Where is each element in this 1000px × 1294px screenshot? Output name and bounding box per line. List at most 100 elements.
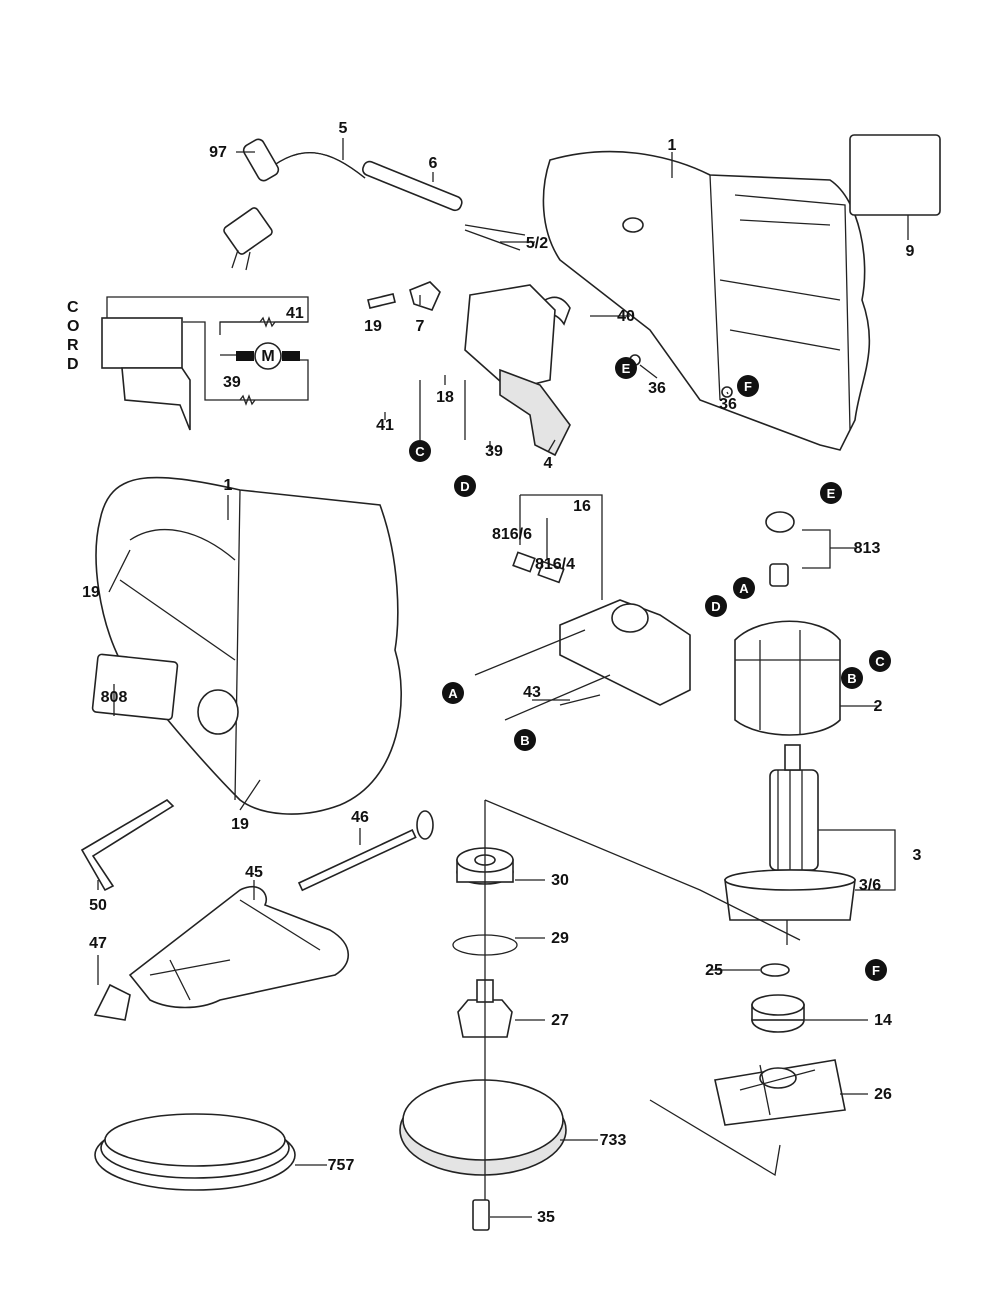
part-number-label: 6 bbox=[429, 155, 438, 172]
part-number-label: 45 bbox=[245, 864, 263, 881]
badge-letter: F bbox=[872, 963, 880, 978]
badge-letter: C bbox=[415, 444, 425, 459]
part-number-label: 3 bbox=[913, 847, 922, 864]
label-plate bbox=[849, 134, 941, 216]
screw bbox=[367, 293, 396, 309]
cord-letter: R bbox=[67, 337, 79, 354]
pad-assembly bbox=[399, 799, 801, 1231]
part-number-label: 816/4 bbox=[535, 556, 575, 573]
badge-letter: A bbox=[739, 581, 749, 596]
badge-circle bbox=[454, 475, 476, 497]
power-cord bbox=[223, 138, 526, 271]
sander-assembly bbox=[91, 476, 402, 815]
sanding-discs bbox=[94, 1113, 296, 1191]
bearing bbox=[751, 994, 805, 1033]
connection-badge: A bbox=[733, 577, 755, 599]
connection-badge: D bbox=[454, 475, 476, 497]
badge-circle bbox=[514, 729, 536, 751]
part-number-label: 3/6 bbox=[859, 877, 881, 894]
badge-letter: D bbox=[460, 479, 469, 494]
cord-letter: O bbox=[67, 318, 79, 335]
part-number-label: 14 bbox=[874, 1012, 892, 1029]
connection-badge: E bbox=[820, 482, 842, 504]
armature bbox=[724, 744, 896, 945]
connection-badge: B bbox=[841, 667, 863, 689]
badge-circle bbox=[733, 577, 755, 599]
part-number-label: 97 bbox=[209, 144, 227, 161]
part-number-label: 19 bbox=[364, 318, 382, 335]
part-number-label: 5 bbox=[339, 120, 348, 137]
connection-badge: C bbox=[409, 440, 431, 462]
part-number-label: 27 bbox=[551, 1012, 569, 1029]
part-number-label: 808 bbox=[101, 689, 128, 706]
part-number-label: 4 bbox=[544, 455, 553, 472]
part-number-label: 816/6 bbox=[492, 526, 532, 543]
connection-badge: F bbox=[865, 959, 887, 981]
part-number-label: 9 bbox=[906, 243, 915, 260]
badge-circle bbox=[869, 650, 891, 672]
connection-badge: D bbox=[705, 595, 727, 617]
part-number-label: 813 bbox=[854, 540, 881, 557]
hex-key bbox=[80, 798, 175, 892]
part-number-label: 757 bbox=[328, 1157, 355, 1174]
part-number-label: 2 bbox=[874, 698, 883, 715]
part-number-label: 19 bbox=[231, 816, 249, 833]
brush-holder bbox=[474, 494, 691, 721]
badge-circle bbox=[737, 375, 759, 397]
cord-clamp bbox=[409, 281, 441, 311]
part-number-label: 1 bbox=[224, 477, 233, 494]
badge-letter: C bbox=[875, 654, 885, 669]
cord-letter: C bbox=[67, 299, 79, 316]
fan bbox=[714, 1059, 846, 1126]
part-number-label: 41 bbox=[376, 417, 394, 434]
wire-label: 41 bbox=[286, 305, 304, 322]
motor-symbol: M bbox=[261, 348, 274, 365]
part-number-label: 26 bbox=[874, 1086, 892, 1103]
badge-letter: F bbox=[744, 379, 752, 394]
part-number-label: 47 bbox=[89, 935, 107, 952]
motor-field bbox=[734, 511, 841, 736]
part-number-label: 36 bbox=[719, 396, 737, 413]
badge-letter: A bbox=[448, 686, 458, 701]
badge-letter: B bbox=[520, 733, 529, 748]
leader-lines bbox=[97, 138, 909, 1218]
part-number-label: 39 bbox=[485, 443, 503, 460]
handle bbox=[93, 810, 434, 1021]
part-number-label: 16 bbox=[573, 498, 591, 515]
connection-badge: C bbox=[869, 650, 891, 672]
badge-circle bbox=[865, 959, 887, 981]
badge-circle bbox=[442, 682, 464, 704]
wiring-diagram: M C O R D 41 39 bbox=[67, 296, 309, 431]
badge-circle bbox=[615, 357, 637, 379]
part-number-label: 43 bbox=[523, 684, 541, 701]
badge-letter: E bbox=[827, 486, 836, 501]
badge-letter: D bbox=[711, 599, 720, 614]
connection-badge: A bbox=[442, 682, 464, 704]
part-number-label: 19 bbox=[82, 584, 100, 601]
switch bbox=[419, 284, 571, 457]
badge-letter: E bbox=[622, 361, 631, 376]
part-number-label: 30 bbox=[551, 872, 569, 889]
part-number-label: 50 bbox=[89, 897, 107, 914]
badge-circle bbox=[409, 440, 431, 462]
part-number-label: 35 bbox=[537, 1209, 555, 1226]
connection-badge: B bbox=[514, 729, 536, 751]
part-number-label: 25 bbox=[705, 962, 723, 979]
part-number-label: 5/2 bbox=[526, 235, 548, 252]
part-number-label: 7 bbox=[416, 318, 425, 335]
connection-badge: E bbox=[615, 357, 637, 379]
part-number-label: 40 bbox=[617, 308, 635, 325]
part-number-label: 18 bbox=[436, 389, 454, 406]
housing-half-top bbox=[542, 150, 871, 451]
badge-circle bbox=[705, 595, 727, 617]
cord-letter: D bbox=[67, 356, 79, 373]
part-number-label: 29 bbox=[551, 930, 569, 947]
connection-badge: F bbox=[737, 375, 759, 397]
wire-label: 39 bbox=[223, 374, 241, 391]
washer bbox=[760, 963, 790, 977]
part-number-label: 36 bbox=[648, 380, 666, 397]
part-number-label: 733 bbox=[600, 1132, 627, 1149]
badge-circle bbox=[841, 667, 863, 689]
badge-letter: B bbox=[847, 671, 856, 686]
